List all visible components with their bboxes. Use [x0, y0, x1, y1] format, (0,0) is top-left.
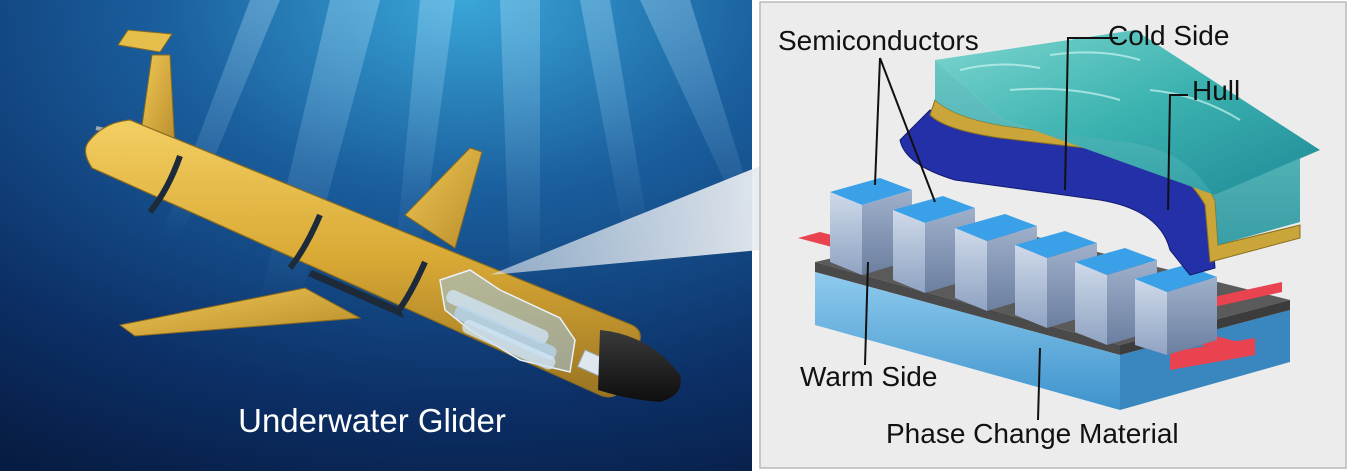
glider-ring-1 — [147, 155, 183, 214]
leader-cold-side — [1064, 37, 1118, 191]
leader-semiconductors-1 — [874, 57, 881, 186]
label-warm-side: Warm Side — [800, 361, 937, 392]
label-semiconductors: Semiconductors — [778, 25, 979, 56]
leader-hull — [1167, 94, 1188, 211]
glider-caption: Underwater Glider — [238, 402, 506, 439]
glider-cutaway — [439, 269, 612, 379]
zoom-callout — [490, 166, 760, 275]
glider-wing-right — [404, 147, 483, 249]
leader-warm-side — [864, 261, 869, 366]
glider-wing-left — [118, 287, 362, 337]
semiconductor-array — [830, 178, 1217, 355]
glider-nose — [598, 330, 681, 402]
semiconductor-cube — [1135, 265, 1217, 355]
seawater-block — [935, 30, 1320, 245]
label-hull: Hull — [1192, 75, 1240, 106]
glider-tail-tip — [117, 29, 173, 53]
glider-ring-2 — [287, 213, 323, 270]
glider-band — [308, 270, 404, 318]
leader-phase-change — [1037, 347, 1041, 421]
thermoelectric-diagram: Semiconductors Cold Side Hull Warm Side … — [759, 1, 1347, 469]
leader-semiconductors-2 — [879, 57, 936, 203]
label-phase-change: Phase Change Material — [886, 418, 1179, 449]
label-cold-side: Cold Side — [1108, 20, 1229, 51]
leader-lines — [864, 37, 1188, 421]
